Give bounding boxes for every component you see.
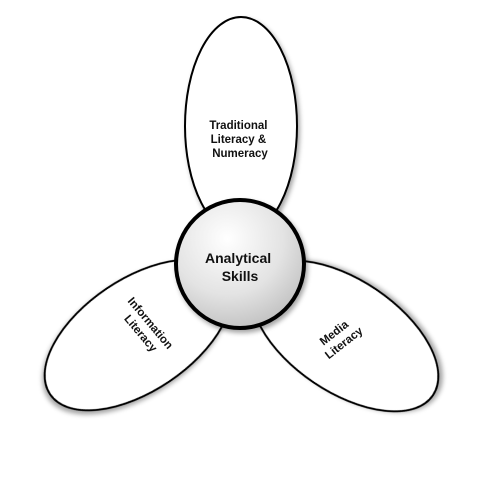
traditional-literacy-line-3: Numeracy — [212, 148, 268, 160]
hub-label-line-1: Analytical — [205, 250, 271, 266]
hub-analytical-skills: Analytical Skills — [174, 198, 306, 330]
hub-label-line-2: Skills — [222, 268, 259, 284]
hub-circle — [174, 198, 306, 330]
traditional-literacy-line-2: Literacy & — [211, 134, 267, 146]
petal-traditional-literacy: Traditional Literacy & Numeracy — [184, 16, 298, 236]
hub-label: Analytical Skills — [205, 250, 275, 284]
traditional-literacy-line-1: Traditional — [209, 120, 267, 132]
petal-traditional-literacy-label: Traditional Literacy & Numeracy — [209, 120, 270, 160]
